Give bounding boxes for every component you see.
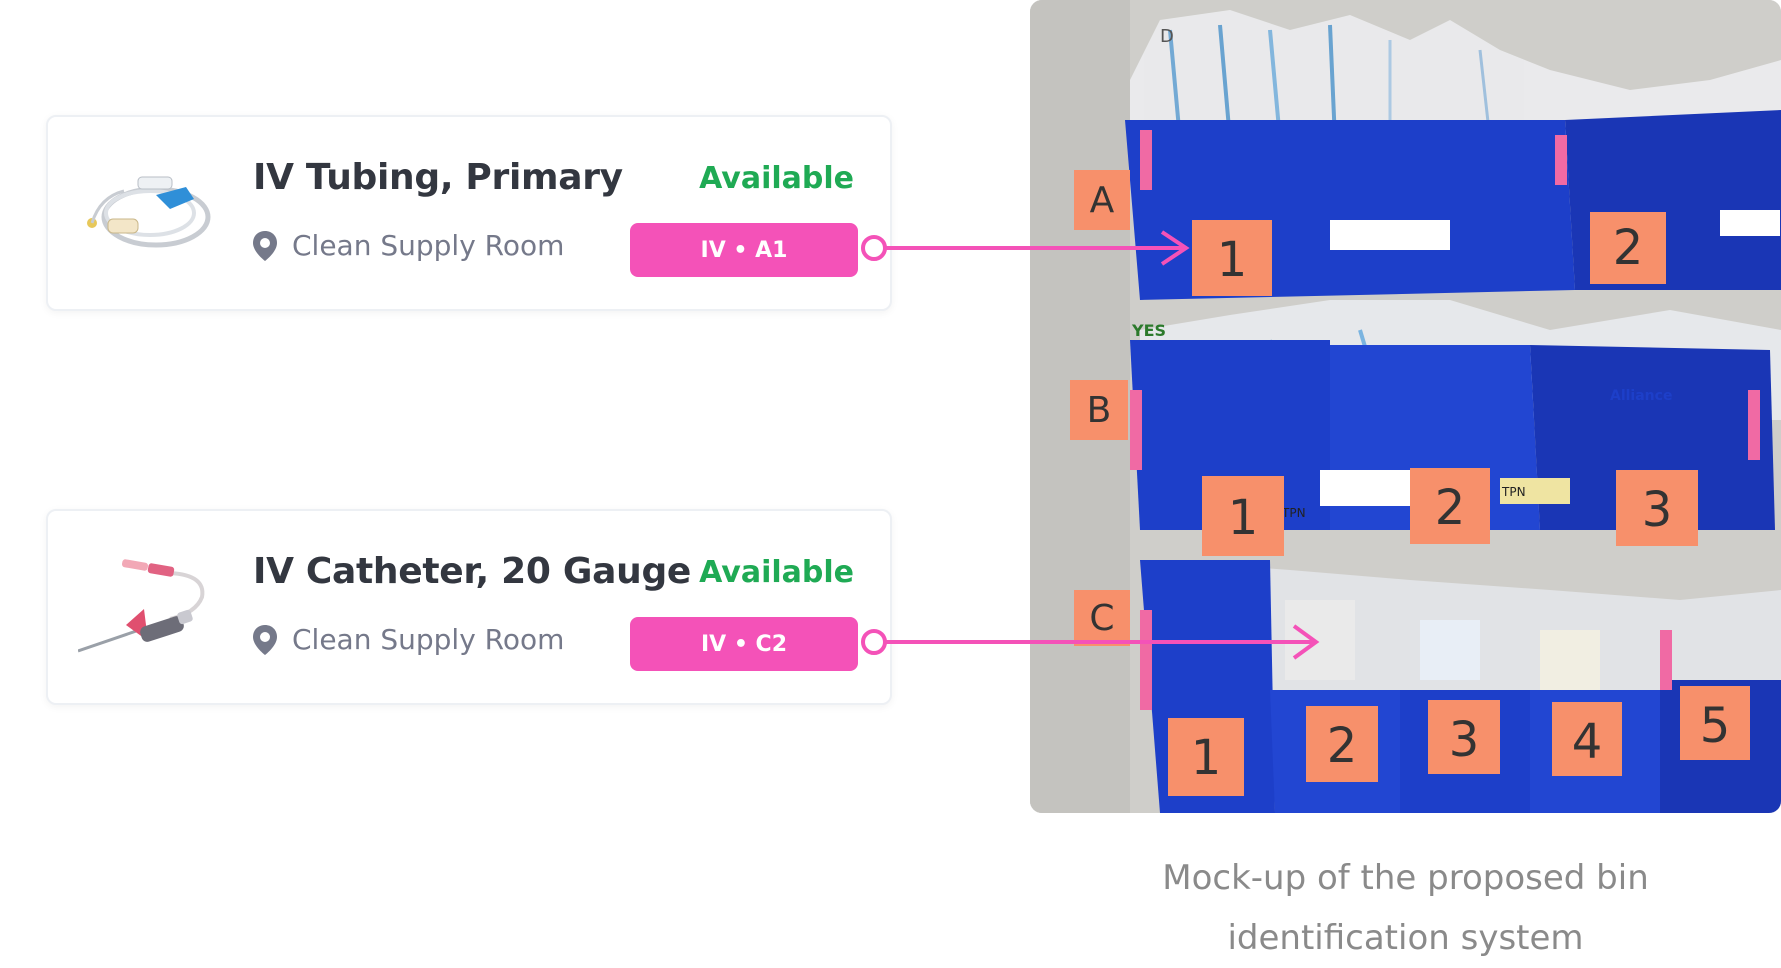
bin-b3: 3 <box>1616 470 1698 546</box>
bin-c1: 1 <box>1168 718 1244 796</box>
item-title: IV Catheter, 20 Gauge <box>253 551 692 592</box>
bin-a1: 1 <box>1192 220 1272 296</box>
location-pin-icon <box>253 624 277 655</box>
row-label-a-text: A <box>1090 180 1115 221</box>
bin-c2-number: 2 <box>1327 718 1358 774</box>
caption-line-1: Mock-up of the proposed bin <box>1162 858 1649 898</box>
misc-label-tpn-1: TPN <box>1281 506 1306 520</box>
item-location: Clean Supply Room <box>252 229 564 262</box>
bin-c3-number: 3 <box>1449 712 1480 768</box>
row-label-b: B <box>1070 380 1128 440</box>
bin-b1-number: 1 <box>1228 490 1259 546</box>
row-label-a: A <box>1074 170 1130 230</box>
bin-location-button[interactable]: IV • A1 <box>630 223 858 277</box>
availability-status: Available <box>699 555 854 590</box>
supply-item-card-iv-catheter[interactable]: IV Catheter, 20 Gauge Clean Supply Room … <box>46 509 892 705</box>
supply-item-card-iv-tubing[interactable]: IV Tubing, Primary Clean Supply Room Ava… <box>46 115 892 311</box>
row-label-c: C <box>1074 590 1130 646</box>
misc-label-alliance: Alliance <box>1610 388 1672 404</box>
row-label-c-text: C <box>1089 598 1114 639</box>
row-label-b-text: B <box>1087 390 1112 431</box>
bin-c5-number: 5 <box>1700 698 1731 754</box>
item-title: IV Tubing, Primary <box>253 157 623 198</box>
availability-status: Available <box>699 161 854 196</box>
bin-shelving-photo: A B C D YES TPN TPN Alliance 1 2 1 <box>1030 0 1781 813</box>
misc-label-yes: YES <box>1131 321 1166 340</box>
bin-a1-number: 1 <box>1217 232 1248 288</box>
bin-b2-number: 2 <box>1435 480 1466 536</box>
iv-catheter-image <box>78 559 205 653</box>
bin-c3: 3 <box>1428 700 1500 774</box>
bin-b3-number: 3 <box>1642 482 1673 538</box>
bin-b1: 1 <box>1202 476 1284 556</box>
bin-c1-number: 1 <box>1191 730 1222 786</box>
bin-c2: 2 <box>1306 706 1378 782</box>
bin-c4-number: 4 <box>1572 714 1603 770</box>
bin-shelving-illustration: A B C D YES TPN TPN Alliance 1 2 1 <box>1030 0 1781 813</box>
bin-location-button[interactable]: IV • C2 <box>630 617 858 671</box>
bin-a2: 2 <box>1590 212 1666 284</box>
bin-a2-number: 2 <box>1613 220 1644 276</box>
iv-tubing-image <box>87 176 211 248</box>
location-pin-icon <box>253 230 277 261</box>
bin-b2: 2 <box>1410 468 1490 544</box>
item-location: Clean Supply Room <box>252 623 564 656</box>
caption-line-2: identification system <box>1227 918 1584 958</box>
misc-label-tpn-2: TPN <box>1501 485 1526 499</box>
bin-c5: 5 <box>1680 686 1750 760</box>
photo-caption: Mock-up of the proposed bin identificati… <box>1030 848 1781 968</box>
bin-c4: 4 <box>1552 702 1622 776</box>
item-location-label: Clean Supply Room <box>292 623 565 656</box>
item-location-label: Clean Supply Room <box>292 229 565 262</box>
row-label-d: D <box>1160 26 1174 47</box>
